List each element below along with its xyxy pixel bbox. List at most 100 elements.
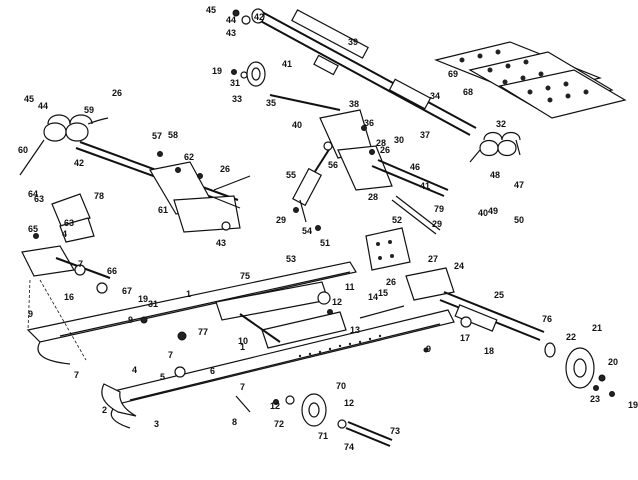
callout-label: 7 — [74, 370, 79, 380]
callout-label: 17 — [460, 333, 470, 343]
slide-rail-right — [26, 261, 357, 365]
callout-label: 65 — [28, 224, 38, 234]
callout-label: 26 — [112, 88, 122, 98]
callout-label: 20 — [608, 357, 618, 367]
callout-label: 40 — [478, 208, 488, 218]
callout-label: 21 — [592, 323, 602, 333]
callout-label: 24 — [454, 261, 464, 271]
callout-label: 43 — [226, 28, 236, 38]
callout-label: 19 — [212, 66, 222, 76]
callout-label: 13 — [350, 325, 360, 335]
rear-bracket — [365, 227, 455, 301]
callout-label: 54 — [302, 226, 312, 236]
callout-label: 31 — [230, 78, 240, 88]
callout-label: 48 — [490, 170, 500, 180]
callout-label: 8 — [232, 417, 237, 427]
callout-label: 1 — [186, 289, 191, 299]
callout-label: 36 — [364, 118, 374, 128]
callout-label: 32 — [496, 119, 506, 129]
shock-absorber — [292, 141, 333, 231]
rear-arm-links — [215, 281, 347, 349]
callout-label: 22 — [566, 332, 576, 342]
callout-label: 27 — [428, 254, 438, 264]
upper-shaft-assembly — [232, 8, 477, 136]
callout-label: 6 — [210, 366, 215, 376]
callout-label: 10 — [238, 336, 248, 346]
callout-label: 19 — [138, 294, 148, 304]
callout-label: 4 — [62, 229, 67, 239]
callout-label: 19 — [628, 400, 638, 410]
callout-label: 15 — [378, 288, 388, 298]
callout-label: 11 — [345, 282, 355, 292]
callout-label: 61 — [158, 205, 168, 215]
callout-label: 75 — [240, 271, 250, 281]
callout-label: 12 — [270, 401, 280, 411]
callout-label: 68 — [463, 87, 473, 97]
callout-label: 26 — [380, 145, 390, 155]
callout-label: 69 — [448, 69, 458, 79]
callout-label: 42 — [74, 158, 84, 168]
callout-label: 7 — [78, 259, 83, 269]
callout-label: 34 — [430, 91, 440, 101]
callout-label: 72 — [274, 419, 284, 429]
callout-label: 49 — [488, 206, 498, 216]
callout-label: 63 — [64, 218, 74, 228]
callout-label: 38 — [349, 99, 359, 109]
callout-label: 9 — [28, 309, 33, 319]
track-clip-plates — [434, 41, 627, 119]
rear-idler-wheel — [544, 342, 615, 397]
callout-label: 73 — [390, 426, 400, 436]
callout-label: 16 — [64, 292, 74, 302]
center-link-bracket — [319, 109, 449, 235]
rear-extension-arm — [439, 291, 545, 341]
small-hardware — [27, 279, 429, 413]
callout-label: 45 — [206, 5, 216, 15]
callout-label: 39 — [348, 37, 358, 47]
callout-label: 23 — [590, 394, 600, 404]
callout-label: 12 — [332, 297, 342, 307]
callout-label: 41 — [420, 181, 430, 191]
callout-label: 57 — [152, 131, 162, 141]
callout-label: 50 — [514, 215, 524, 225]
callout-label: 51 — [320, 238, 330, 248]
callout-label: 9 — [128, 315, 133, 325]
callout-label: 4 — [132, 365, 137, 375]
callout-label: 29 — [276, 215, 286, 225]
callout-label: 71 — [318, 431, 328, 441]
callout-label: 42 — [254, 12, 264, 22]
callout-label: 45 — [24, 94, 34, 104]
callout-label: 33 — [232, 94, 242, 104]
callout-label: 7 — [168, 350, 173, 360]
callout-label: 76 — [542, 314, 552, 324]
callout-label: 44 — [38, 101, 48, 111]
callout-label: 66 — [107, 266, 117, 276]
callout-label: 43 — [216, 238, 226, 248]
callout-label: 1 — [240, 342, 245, 352]
callout-label: 3 — [154, 419, 159, 429]
callout-label: 62 — [184, 152, 194, 162]
idler-wheel-upper — [231, 61, 266, 87]
callout-label: 56 — [328, 160, 338, 170]
callout-label: 44 — [226, 15, 236, 25]
callout-label: 18 — [484, 346, 494, 356]
callout-label: 59 — [84, 105, 94, 115]
callout-label: 40 — [292, 120, 302, 130]
callout-label: 52 — [392, 215, 402, 225]
lower-idler-wheel — [273, 393, 393, 447]
callout-label: 63 — [34, 194, 44, 204]
torsion-spring-left — [19, 114, 109, 176]
callout-label: 79 — [434, 204, 444, 214]
callout-label: 60 — [18, 145, 28, 155]
callout-label: 29 — [432, 219, 442, 229]
callout-label: 9 — [426, 344, 431, 354]
callout-label: 67 — [122, 286, 132, 296]
callout-label: 64 — [28, 189, 38, 199]
callout-label: 14 — [368, 292, 378, 302]
callout-label: 58 — [168, 130, 178, 140]
callout-label: 37 — [420, 130, 430, 140]
callout-label: 53 — [286, 254, 296, 264]
front-cross-axle — [21, 233, 111, 294]
